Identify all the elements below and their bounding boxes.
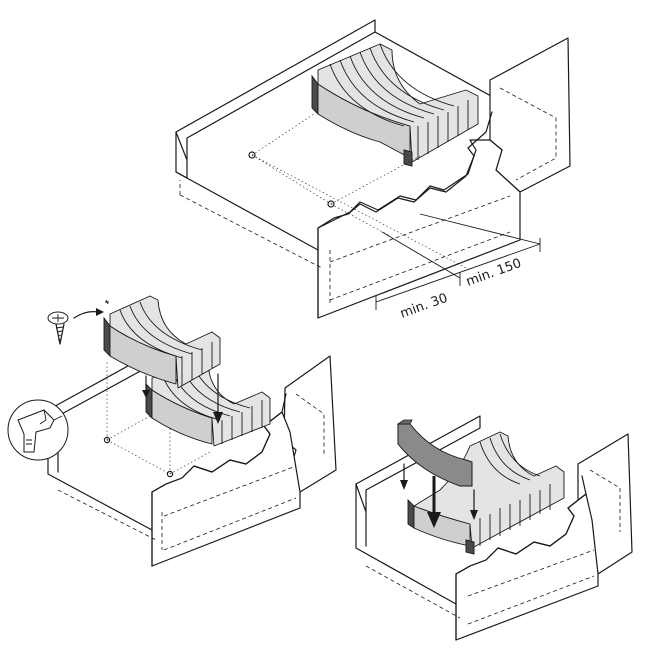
drawer-bottom-left bbox=[7, 295, 337, 567]
drill-point bbox=[327, 200, 335, 208]
drill-point bbox=[103, 436, 111, 444]
down-arrow-icon bbox=[142, 373, 223, 424]
screw-icon bbox=[47, 299, 109, 345]
down-arrow-icon bbox=[400, 463, 478, 528]
plate-rack-top bbox=[311, 43, 479, 167]
dimension-lines bbox=[375, 213, 541, 310]
divider-insert bbox=[396, 419, 473, 487]
drawer-bottom-right bbox=[355, 415, 633, 641]
cordless-screwdriver-icon bbox=[7, 399, 69, 461]
drill-point bbox=[248, 151, 256, 159]
plate-rack-lifted bbox=[103, 295, 221, 389]
dimension-min-150: min. 150 bbox=[464, 256, 523, 290]
drawer-top: min. 30 min. 150 bbox=[175, 19, 571, 322]
drill-point bbox=[166, 470, 174, 478]
dimension-min-30: min. 30 bbox=[398, 291, 449, 322]
